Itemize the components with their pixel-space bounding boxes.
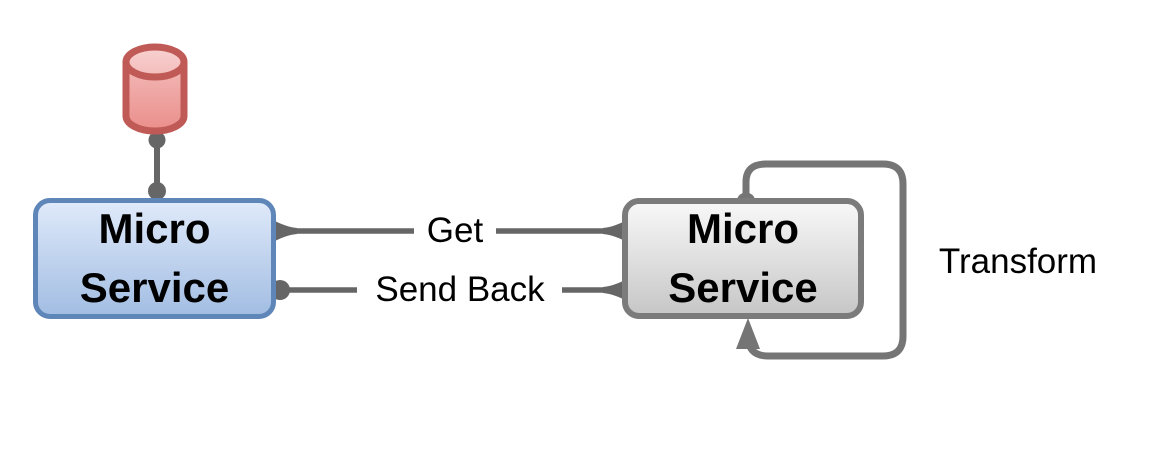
db-link-edge <box>148 131 166 200</box>
node-label-line2: Service <box>79 263 230 311</box>
connector-ball-icon <box>148 131 166 149</box>
edge-flare-icon <box>272 219 297 243</box>
cylinder-body <box>122 58 188 135</box>
get-edge <box>272 219 628 243</box>
cylinder-top <box>122 43 188 81</box>
transform-edge-label: Transform <box>938 242 1098 281</box>
get-edge-label: Get <box>421 211 489 251</box>
node-micro-service-right: Micro Service <box>622 198 864 319</box>
transform-loop-path <box>742 160 907 360</box>
database-cylinder-icon <box>122 43 188 135</box>
node-label-line1: Micro <box>98 204 211 252</box>
send-back-edge-label: Send Back <box>370 270 550 310</box>
edge-flare-icon <box>603 278 628 302</box>
node-label-line1: Micro <box>686 204 799 252</box>
arrowhead-up-icon <box>736 318 760 349</box>
node-label-line2: Service <box>668 263 818 311</box>
edge-flare-icon <box>603 219 628 243</box>
node-micro-service-left: Micro Service <box>33 198 276 319</box>
connector-ball-icon <box>148 182 166 200</box>
